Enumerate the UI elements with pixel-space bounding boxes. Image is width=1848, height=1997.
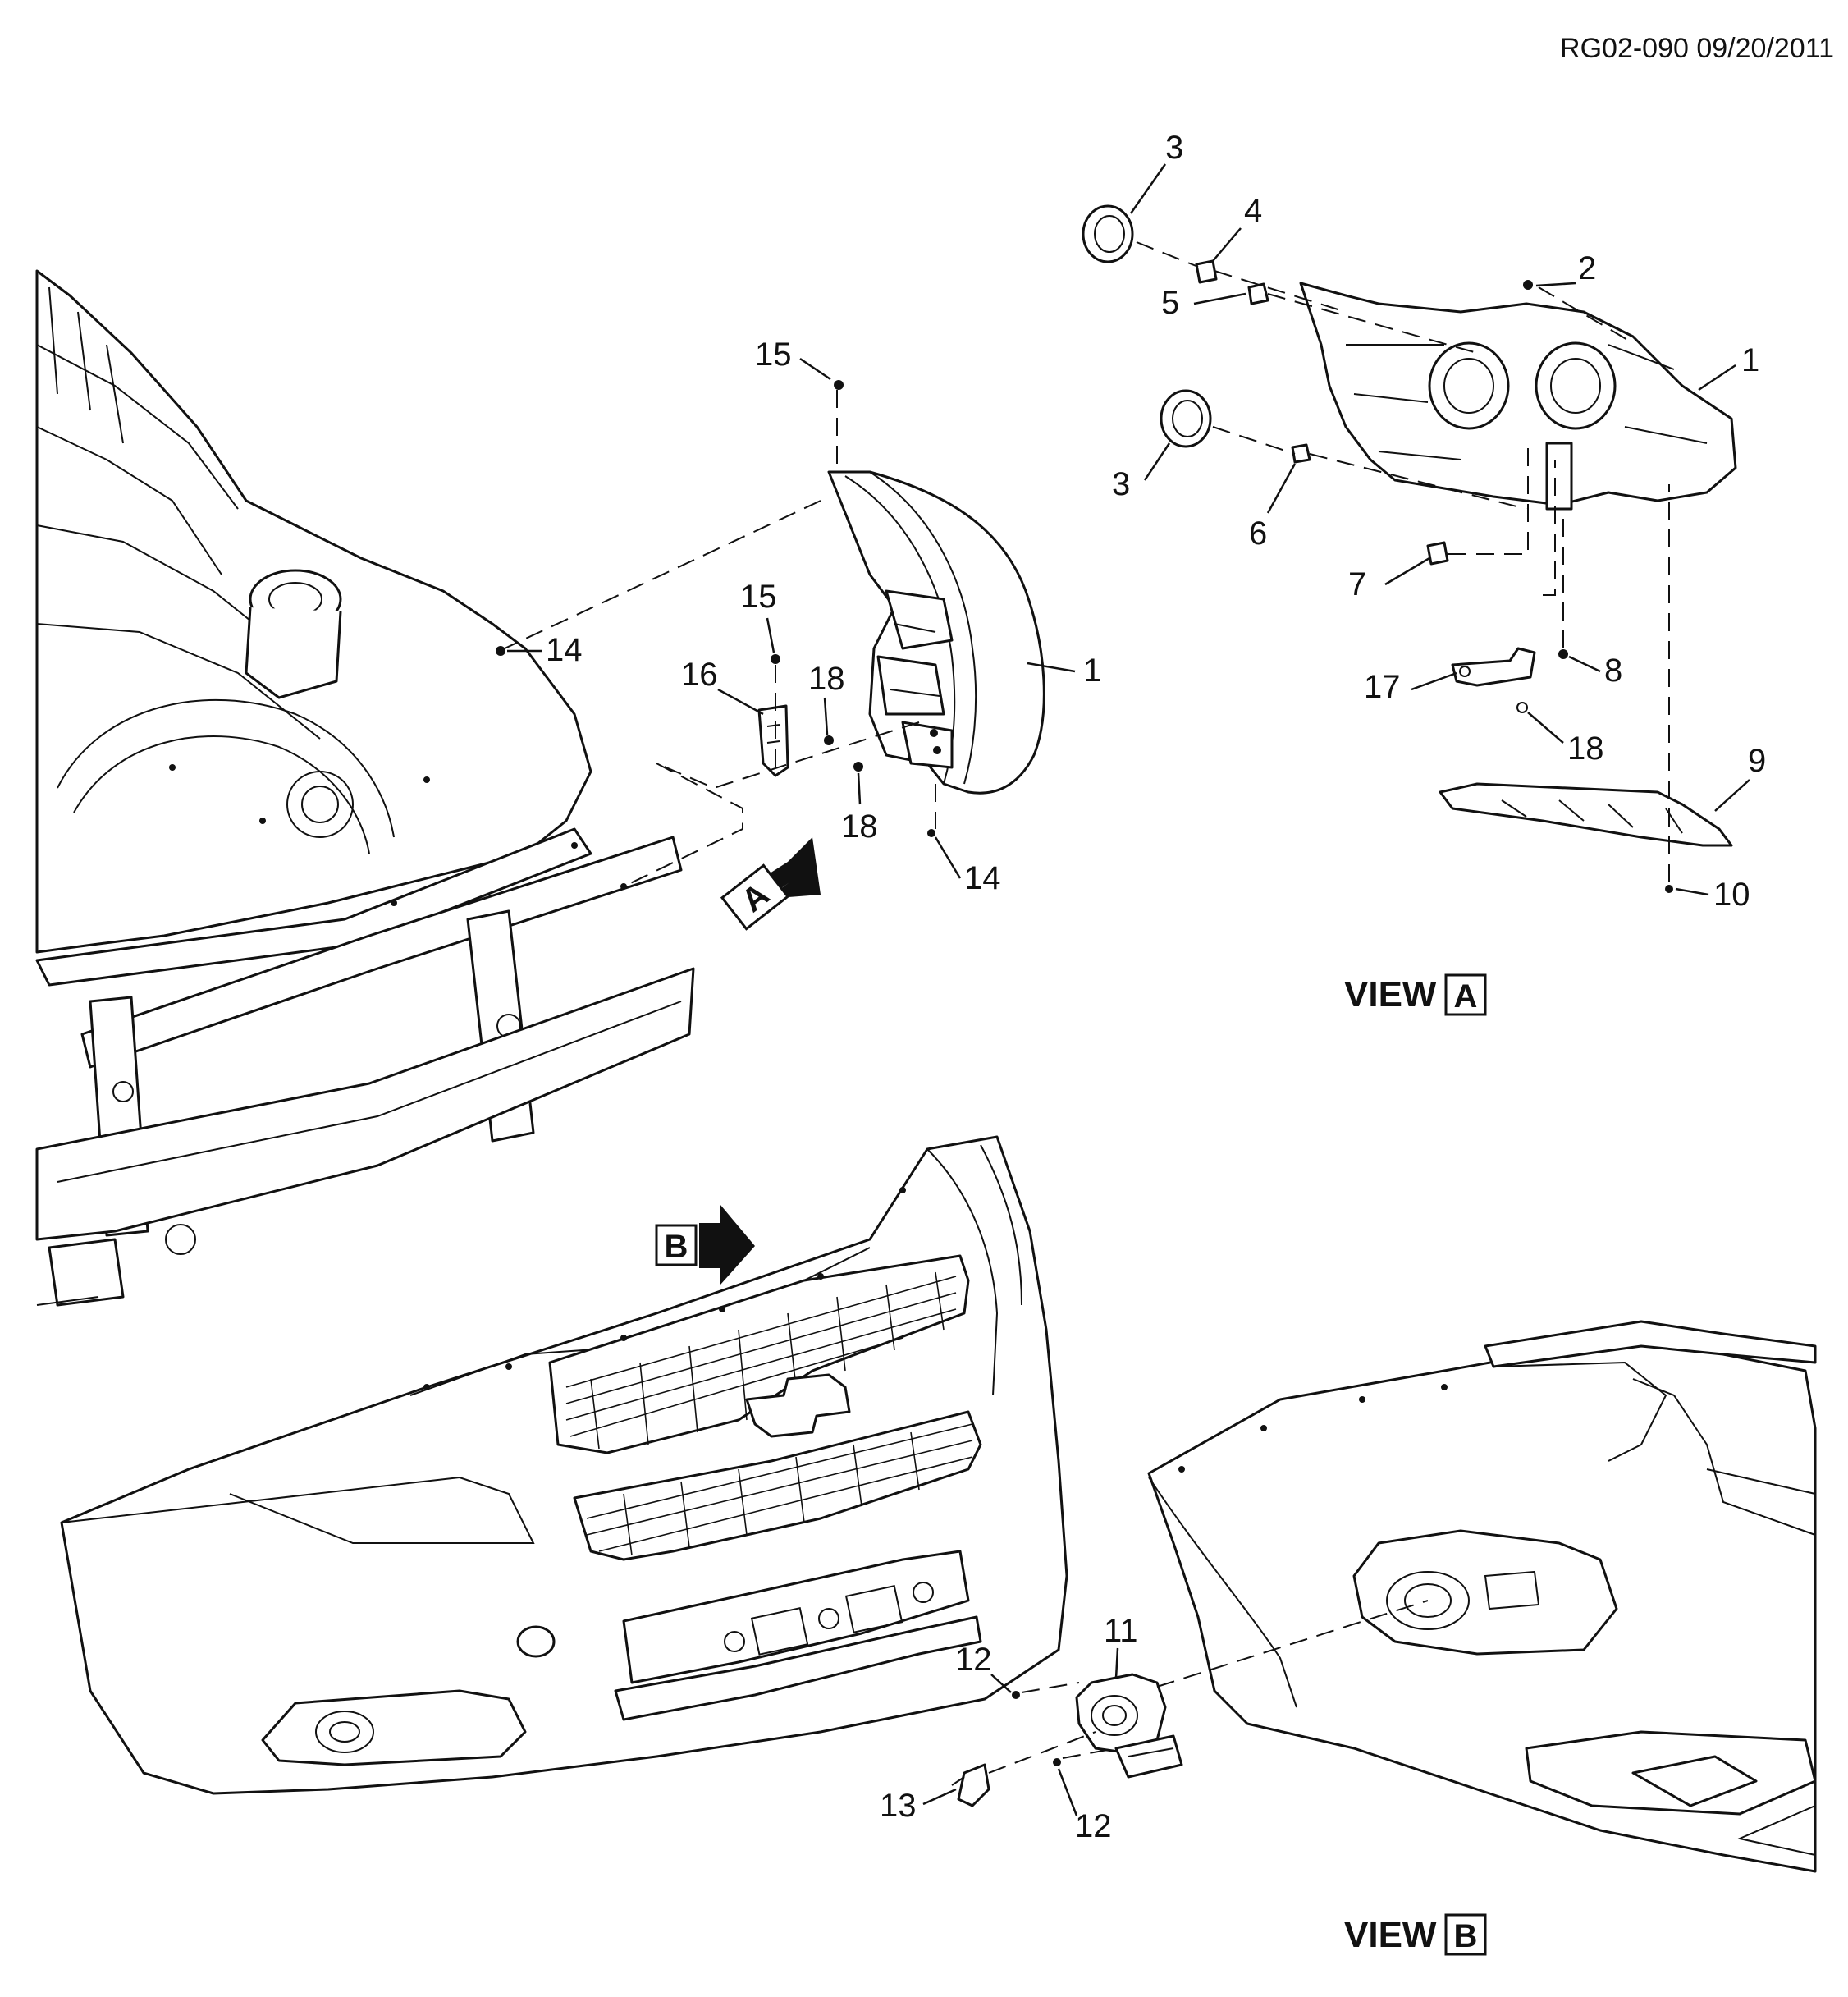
connector-13 — [957, 1763, 990, 1807]
callout-17: 17 — [1364, 669, 1401, 705]
callout-9: 9 — [1748, 743, 1766, 779]
callout-12-upper: 12 — [955, 1642, 992, 1678]
view-b-letter: B — [1454, 1918, 1478, 1954]
callout-14-lower: 14 — [964, 860, 1001, 896]
explode-lines-main — [504, 390, 936, 887]
fastener-14-lower — [927, 829, 935, 837]
callout-18-view-a: 18 — [1567, 731, 1604, 767]
bulb-6 — [1291, 443, 1311, 464]
screw-10 — [1665, 885, 1673, 893]
view-b-arrow: B — [655, 1205, 755, 1285]
view-a-letter: A — [1454, 978, 1478, 1015]
fog-lamp-opening — [261, 1689, 527, 1766]
callout-16: 16 — [681, 657, 718, 693]
main-callouts: 15 14 15 16 18 18 1 14 — [507, 337, 1101, 896]
callout-1-main: 1 — [1083, 653, 1101, 689]
view-b-fog-lamp-parts — [951, 1673, 1183, 1807]
callout-1-view-a: 1 — [1741, 342, 1759, 378]
bowtie-emblem — [745, 1373, 851, 1438]
callout-3-mid: 3 — [1112, 466, 1130, 502]
lower-grille — [573, 1410, 982, 1561]
callout-18-lower: 18 — [841, 808, 878, 845]
front-bumper-fascia — [60, 1135, 1068, 1795]
dust-cap-3-mid — [1160, 389, 1212, 448]
callout-6: 6 — [1249, 515, 1267, 552]
screw-2 — [1523, 280, 1533, 290]
fastener-14-upper — [496, 646, 505, 656]
nut-18-upper — [824, 735, 834, 745]
callout-18-upper: 18 — [808, 661, 845, 697]
bulb-4 — [1195, 259, 1218, 284]
callout-5: 5 — [1161, 285, 1179, 321]
callout-2: 2 — [1578, 250, 1596, 286]
view-a-label: VIEW A — [1344, 973, 1487, 1016]
view-b-arrow-letter: B — [665, 1229, 688, 1265]
screw-12-upper — [1012, 1691, 1020, 1699]
headlamp-assembly — [827, 470, 1045, 795]
bulb-5 — [1247, 282, 1269, 305]
view-a-word: VIEW — [1344, 974, 1437, 1015]
callout-11: 11 — [1104, 1613, 1138, 1649]
bulb-7 — [1426, 541, 1449, 566]
callout-15-mid: 15 — [740, 579, 777, 615]
callout-8: 8 — [1604, 653, 1622, 689]
screw-12-lower — [1053, 1758, 1061, 1766]
view-b-callouts: 11 12 12 13 — [880, 1613, 1138, 1844]
fog-lamp-11 — [1075, 1673, 1167, 1754]
callout-14-upper: 14 — [546, 632, 583, 668]
nut-18-view-a — [1516, 702, 1528, 713]
callout-10: 10 — [1713, 877, 1750, 913]
explode-lines-view-b — [988, 1600, 1429, 1774]
bracket-16 — [757, 704, 789, 777]
callout-12-lower: 12 — [1075, 1808, 1112, 1844]
view-b-label: VIEW B — [1344, 1913, 1487, 1956]
nut-18-lower — [853, 762, 863, 772]
callout-3-top: 3 — [1165, 130, 1183, 166]
callout-15-top: 15 — [755, 337, 792, 373]
view-a-arrow: A — [720, 837, 821, 931]
bolt-15-mid — [771, 654, 780, 664]
deflector-9 — [1439, 782, 1733, 847]
explode-lines-view-a — [1136, 241, 1670, 882]
callout-7: 7 — [1348, 566, 1366, 602]
dust-cap-3-top — [1082, 204, 1134, 263]
view-b-word: VIEW — [1344, 1915, 1437, 1955]
fog-lamp-pocket — [1352, 1529, 1618, 1656]
bracket-17 — [1451, 647, 1536, 687]
nut-8 — [1558, 649, 1568, 659]
view-a-parts — [1082, 204, 1737, 893]
callout-13: 13 — [880, 1788, 917, 1824]
bolt-15-top — [834, 380, 844, 390]
document-id-date: RG02-090 09/20/2011 — [1560, 33, 1834, 64]
view-b-bumper-rear — [1147, 1320, 1817, 1873]
view-a-callouts: 3 4 2 5 1 3 6 7 17 8 18 9 10 — [1112, 130, 1766, 913]
front-end-structure — [35, 269, 695, 1307]
callout-4: 4 — [1244, 193, 1262, 229]
headlamp-housing-rear — [1299, 282, 1737, 506]
